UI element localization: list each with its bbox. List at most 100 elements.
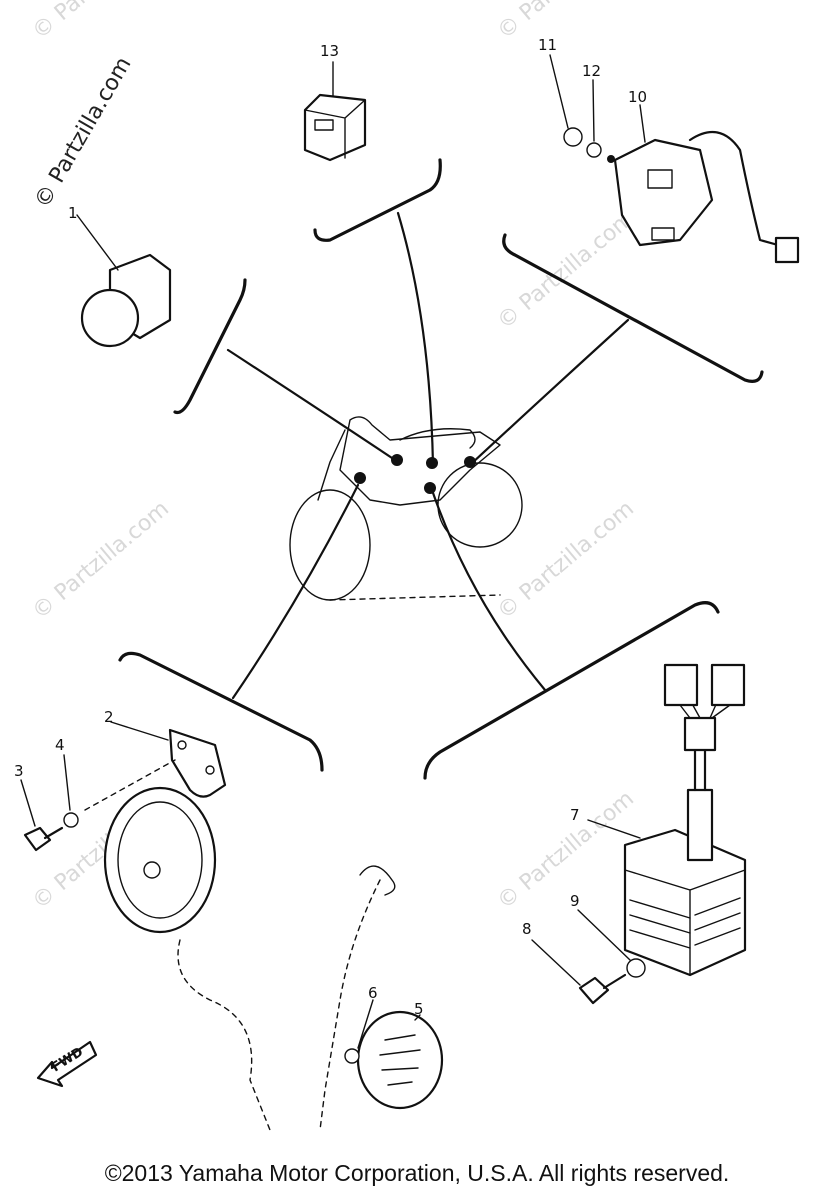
leader-10 <box>468 318 630 467</box>
callout-numbers: 1 2 3 4 5 6 7 8 9 10 11 12 13 <box>14 36 647 1018</box>
mount-point-2 <box>354 472 366 484</box>
wire-boot <box>683 716 717 752</box>
rear-wheel <box>437 462 523 548</box>
callout-6: 6 <box>368 984 378 1002</box>
wire-splits <box>679 699 731 719</box>
rectifier-wire-sleeve <box>686 788 714 862</box>
mount-point-1 <box>391 454 403 466</box>
flasher-wire <box>688 130 780 247</box>
stay-loop <box>359 865 396 896</box>
part-7-rectifier <box>531 663 747 1005</box>
flasher-body <box>613 138 714 247</box>
horn-bracket <box>168 728 227 798</box>
relay-edges <box>304 99 366 159</box>
washer-4 <box>63 812 79 828</box>
callout-leader-9 <box>577 909 631 961</box>
part-1-buzzer <box>76 214 172 348</box>
horn-center <box>143 861 161 879</box>
relay-body <box>303 93 367 162</box>
callout-2: 2 <box>104 708 114 726</box>
flasher-connector <box>774 236 800 264</box>
callout-10: 10 <box>628 88 647 106</box>
callout-leader-11 <box>549 54 569 129</box>
callout-1: 1 <box>68 204 78 222</box>
bracket-right <box>502 233 764 383</box>
watermark-text: © Partzilla.com <box>493 0 639 45</box>
leader-13 <box>396 211 435 467</box>
washer-6 <box>344 1048 360 1064</box>
part-10-flasher <box>549 54 800 264</box>
connector-b <box>710 663 746 707</box>
bolt-3-shank <box>43 826 64 840</box>
ground-line <box>329 594 501 601</box>
group-brackets <box>118 158 764 780</box>
bolt-3-head <box>23 826 52 852</box>
mount-point-13 <box>426 457 438 469</box>
leader-1 <box>226 348 397 462</box>
watermark-text: © Partzilla.com <box>28 496 174 624</box>
bracket-left <box>173 278 247 415</box>
callout-7: 7 <box>570 806 580 824</box>
leader-lines <box>226 211 630 700</box>
stay-outline <box>319 879 381 1131</box>
watermark-text: © Partzilla.com <box>493 786 639 914</box>
watermark-text: © Partzilla.com <box>493 496 639 624</box>
callout-leader-3 <box>20 779 36 827</box>
leader-7 <box>430 488 547 692</box>
callout-leader-2 <box>110 721 169 741</box>
callout-8: 8 <box>522 920 532 938</box>
flasher-plug <box>651 227 675 241</box>
buzzer-face <box>80 288 140 348</box>
mount-stud <box>607 155 615 163</box>
bracket-hole <box>177 740 187 750</box>
callout-leader-7 <box>587 819 641 839</box>
diagram-canvas: © Partzilla.com © Partzilla.com © Partzi… <box>14 0 800 1131</box>
callout-9: 9 <box>570 892 580 910</box>
bracket-hole <box>205 765 215 775</box>
callout-leader-8 <box>531 939 581 986</box>
rectifier-wires <box>693 746 707 792</box>
rectifier-body <box>623 828 747 977</box>
callout-13: 13 <box>320 42 339 60</box>
part-5-flasher-light <box>319 865 444 1131</box>
watermark-text: © Partzilla.com <box>493 206 639 334</box>
callout-leader-12 <box>592 79 595 142</box>
watermark-text: © Partzilla.com <box>28 0 174 45</box>
part-2-horn <box>20 721 271 1131</box>
leader-2 <box>231 483 360 700</box>
callout-leader-1 <box>76 214 119 271</box>
callout-leader-5 <box>414 1014 421 1021</box>
horn-ring <box>117 801 203 919</box>
bolt-alignment <box>84 759 176 811</box>
front-fork <box>317 429 346 501</box>
frame <box>339 416 501 506</box>
callout-leader-4 <box>63 754 71 811</box>
callout-3: 3 <box>14 762 24 780</box>
relay-label <box>314 119 334 131</box>
bracket-top <box>313 158 442 242</box>
callout-11: 11 <box>538 36 557 54</box>
callout-leader-6 <box>357 999 374 1049</box>
bracket-bottom-right <box>423 601 720 780</box>
bracket-bottom-left <box>118 651 324 772</box>
washer-9 <box>626 958 646 978</box>
rectifier-fins <box>629 897 741 949</box>
lens <box>356 1010 444 1110</box>
flasher-label <box>647 169 673 189</box>
nut-11 <box>563 127 583 147</box>
callout-12: 12 <box>582 62 601 80</box>
motorcycle-outline <box>289 416 523 601</box>
callout-4: 4 <box>55 736 65 754</box>
washer-12 <box>586 142 602 158</box>
fwd-arrow-icon: FWD <box>36 1040 98 1088</box>
bolt-8-head <box>578 976 610 1005</box>
connector-a <box>663 663 699 707</box>
tank <box>399 428 476 449</box>
horn-body <box>103 786 217 934</box>
copyright-footer: ©2013 Yamaha Motor Corporation, U.S.A. A… <box>104 1160 730 1186</box>
part-13-relay <box>303 61 367 162</box>
fwd-arrow-shape <box>36 1040 98 1088</box>
bolt-8-shank <box>602 973 627 990</box>
mount-point-7 <box>424 482 436 494</box>
